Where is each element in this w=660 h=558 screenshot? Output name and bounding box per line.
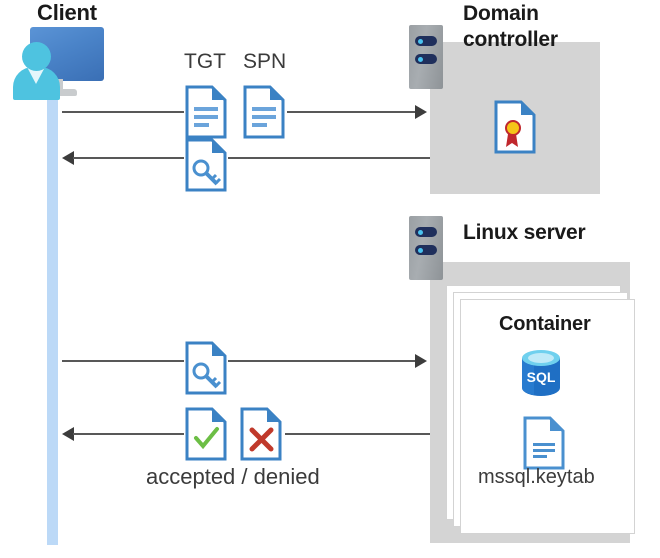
key-document-icon [185, 341, 227, 395]
container-title: Container [499, 313, 591, 335]
server-bar [415, 54, 437, 64]
tgt-label: TGT [184, 50, 226, 73]
accepted-denied-label: accepted / denied [146, 464, 320, 489]
server-led-icon [418, 38, 423, 44]
message-2-arrowhead [62, 151, 74, 165]
container-card-front[interactable]: Container SQL mssql.keytab [460, 299, 635, 534]
accepted-document-icon [185, 407, 227, 461]
message-2-line-left [73, 157, 184, 159]
message-4-line-left [73, 433, 184, 435]
message-3-line-left [62, 360, 184, 362]
spn-label: SPN [243, 50, 287, 73]
key-document-icon [185, 138, 227, 192]
server-led-icon [418, 229, 423, 235]
message-2-line-right [228, 157, 430, 159]
server-bar [415, 36, 437, 46]
message-3-arrowhead [415, 354, 427, 368]
spn-document-icon [243, 85, 285, 139]
linux-server-title: Linux server [463, 221, 586, 244]
message-1-arrowhead [415, 105, 427, 119]
message-1-line-right [287, 111, 416, 113]
server-bar [415, 245, 437, 255]
client-title: Client [37, 0, 97, 25]
svg-text:SQL: SQL [527, 369, 556, 385]
certificate-document-icon [494, 100, 536, 154]
server-led-icon [418, 247, 423, 253]
denied-document-icon [240, 407, 282, 461]
message-3-line-right [228, 360, 416, 362]
server-led-icon [418, 56, 423, 62]
domain-controller-title-line2: controller [463, 28, 558, 51]
person-body [13, 67, 60, 100]
message-4-line-right [285, 433, 430, 435]
person-head [22, 42, 51, 71]
message-1-line-left [62, 111, 184, 113]
keytab-document-icon [523, 416, 565, 470]
sql-database-icon: SQL [519, 347, 563, 399]
domain-controller-title-line1: Domain [463, 2, 539, 25]
message-4-arrowhead [62, 427, 74, 441]
client-monitor-user-icon [10, 27, 105, 102]
linux-server-server-rack-icon [409, 216, 443, 280]
keytab-file-label: mssql.keytab [478, 466, 595, 488]
person-collar [27, 67, 45, 84]
domain-controller-server-rack-icon [409, 25, 443, 89]
tgt-document-icon [185, 85, 227, 139]
client-lifeline [47, 60, 58, 545]
server-bar [415, 227, 437, 237]
